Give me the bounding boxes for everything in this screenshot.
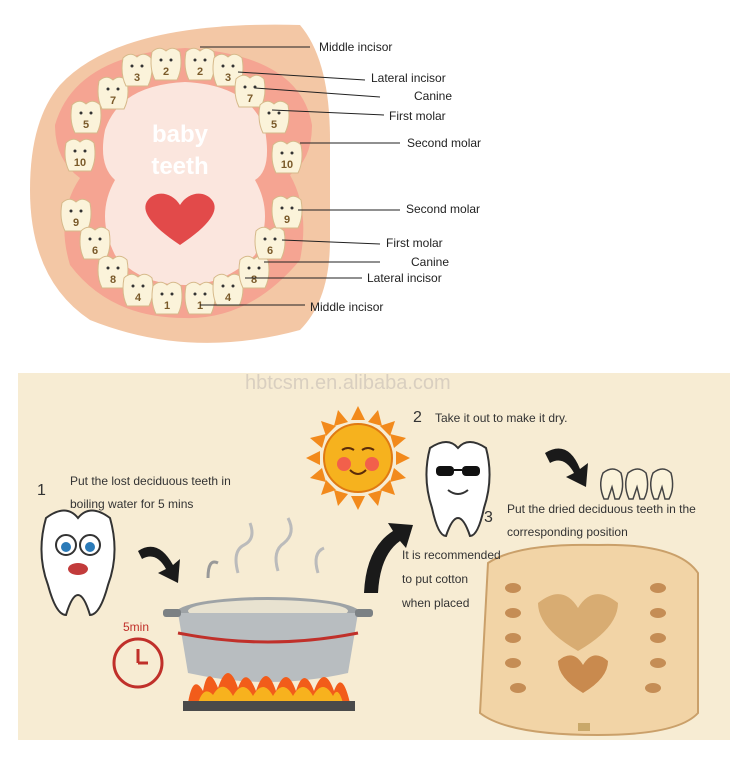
instructions-illustrations xyxy=(40,406,699,737)
step-3-line-1: Put the dried deciduous teeth in the xyxy=(507,502,696,516)
tongue-area xyxy=(102,82,268,285)
arrow-3-icon xyxy=(545,448,588,487)
label-lower-lateral-incisor: Lateral incisor xyxy=(367,271,442,285)
upper-tooth-3: 7 xyxy=(97,76,129,110)
lower-tooth-1: 9 xyxy=(60,198,92,232)
step-1-line-1: Put the lost deciduous teeth in xyxy=(70,474,231,488)
upper-tooth-5: 2 xyxy=(150,47,182,81)
label-lower-second-molar: Second molar xyxy=(406,202,481,216)
upper-tooth-6: 2 xyxy=(184,47,216,81)
lower-tooth-6: 1 xyxy=(184,281,216,315)
timer-clock-icon xyxy=(112,637,164,689)
cotton-line-3: when placed xyxy=(402,596,470,610)
upper-leader-lines xyxy=(200,46,400,144)
lower-tooth-number-7: 4 xyxy=(225,292,232,304)
watermark-text: hbtcsm.en.alibaba.com xyxy=(245,372,451,394)
upper-tooth-number-2: 5 xyxy=(83,119,89,131)
upper-tooth-1: 10 xyxy=(64,138,96,172)
cooking-pot-icon xyxy=(163,517,373,682)
upper-tooth-number-4: 3 xyxy=(134,72,140,84)
upper-tooth-number-6: 2 xyxy=(197,66,203,78)
lower-tooth-8: 8 xyxy=(238,255,270,289)
label-upper-middle-incisor: Middle incisor xyxy=(319,40,393,54)
small-teeth-icon xyxy=(600,468,674,500)
upper-tooth-10: 10 xyxy=(271,140,303,174)
step-2-text: Take it out to make it dry. xyxy=(435,411,568,425)
heart-shape xyxy=(145,193,215,245)
upper-tooth-number-1: 10 xyxy=(74,157,86,169)
arrow-1-icon xyxy=(138,546,180,583)
lower-tooth-number-9: 6 xyxy=(267,245,273,257)
step-3-number: 3 xyxy=(484,509,493,526)
label-upper-first-molar: First molar xyxy=(389,109,446,123)
step-3-line-2: corresponding position xyxy=(507,525,628,539)
label-upper-lateral-incisor: Lateral incisor xyxy=(371,71,446,85)
label-upper-second-molar: Second molar xyxy=(407,136,482,150)
lower-tooth-number-10: 9 xyxy=(284,214,290,226)
lower-tooth-9: 6 xyxy=(254,226,286,260)
wooden-tooth-box-image xyxy=(478,543,699,737)
lower-tooth-number-3: 8 xyxy=(110,274,116,286)
lower-leader-lines xyxy=(200,209,400,306)
lower-tooth-7: 4 xyxy=(212,273,244,307)
upper-tooth-2: 5 xyxy=(70,100,102,134)
upper-tooth-9: 5 xyxy=(258,100,290,134)
arrow-2-icon xyxy=(364,523,413,593)
upper-tooth-number-7: 3 xyxy=(225,72,231,84)
label-lower-first-molar: First molar xyxy=(386,236,443,250)
lower-tooth-number-5: 1 xyxy=(164,300,170,312)
upper-tooth-7: 3 xyxy=(212,53,244,87)
step-1-line-2: boiling water for 5 mins xyxy=(70,497,194,511)
upper-tooth-4: 3 xyxy=(121,53,153,87)
lower-tooth-number-8: 8 xyxy=(251,274,257,286)
lower-tooth-number-4: 4 xyxy=(135,292,142,304)
upper-tooth-number-8: 7 xyxy=(247,93,253,105)
upper-teeth-arch: 10 5 7 3 2 2 3 7 5 10 xyxy=(64,47,303,174)
lower-tooth-4: 4 xyxy=(122,273,154,307)
cotton-line-2: to put cotton xyxy=(402,572,469,586)
label-lower-canine: Canine xyxy=(411,255,450,269)
tooth-sunglasses-icon xyxy=(425,441,491,538)
lower-tooth-number-2: 6 xyxy=(92,245,98,257)
step-2-number: 2 xyxy=(413,409,422,426)
center-title-baby: baby xyxy=(152,121,209,148)
lower-teeth-arch: 9 6 8 4 1 1 4 8 6 9 xyxy=(60,195,303,315)
step-1-number: 1 xyxy=(37,482,46,499)
lower-tooth-5: 1 xyxy=(151,281,183,315)
lower-tooth-number-6: 1 xyxy=(197,300,203,312)
timer-label: 5min xyxy=(123,620,150,634)
cotton-line-1: It is recommended xyxy=(402,548,501,562)
center-title-teeth: teeth xyxy=(151,153,208,180)
upper-tooth-8: 7 xyxy=(234,74,266,108)
upper-tooth-number-5: 2 xyxy=(163,66,169,78)
lower-tooth-10: 9 xyxy=(271,195,303,229)
lower-tooth-2: 6 xyxy=(79,226,111,260)
upper-tooth-number-10: 10 xyxy=(281,159,293,171)
upper-tooth-number-9: 5 xyxy=(271,119,277,131)
fire-icon xyxy=(183,673,355,711)
teeth-diagram: baby teeth 10 5 7 3 2 2 3 7 5 10 9 6 8 4 1 1 4 8 6 9 xyxy=(30,24,400,343)
tooth-mascot-icon xyxy=(40,509,116,617)
label-lower-middle-incisor: Middle incisor xyxy=(310,300,384,314)
sun-icon xyxy=(306,406,410,510)
lower-tooth-3: 8 xyxy=(97,255,129,289)
upper-tooth-number-3: 7 xyxy=(110,95,116,107)
lower-tooth-number-1: 9 xyxy=(73,217,79,229)
label-upper-canine: Canine xyxy=(414,89,453,103)
